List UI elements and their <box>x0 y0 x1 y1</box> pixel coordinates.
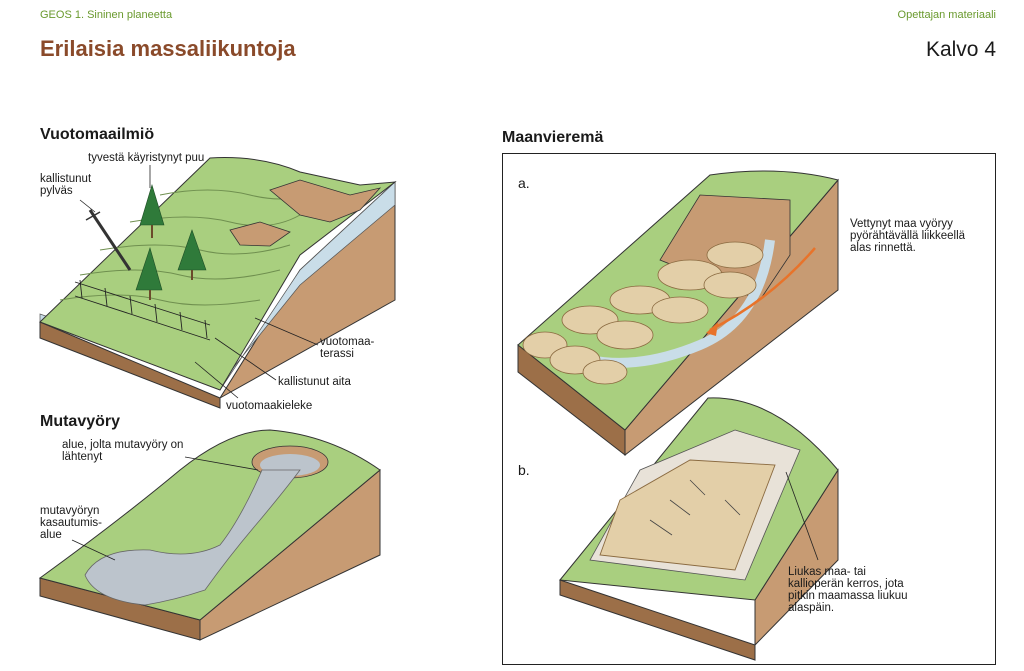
slide-number: Kalvo 4 <box>925 38 996 61</box>
label-tongue: vuotomaakieleke <box>226 400 313 412</box>
mudflow-diagram <box>38 429 381 641</box>
label-fence: kallistunut aita <box>278 376 351 388</box>
creep-title: Vuotomaailmiö <box>40 126 155 143</box>
label-a: a. <box>518 175 530 191</box>
landslide-title: Maanvieremä <box>502 129 604 146</box>
landslide-a-diagram <box>517 170 839 457</box>
label-mud-source: alue, jolta mutavyöry on lähtenyt <box>62 439 184 463</box>
label-b: b. <box>518 462 530 478</box>
material-type: Opettajan materiaali <box>897 9 996 21</box>
landslide-b-diagram <box>559 397 839 661</box>
series-name: GEOS 1. Sininen planeetta <box>40 9 173 21</box>
creep-diagram <box>39 157 397 409</box>
page-title: Erilaisia massaliikuntoja <box>40 36 296 61</box>
label-tree: tyvestä käyristynyt puu <box>88 152 205 164</box>
landslide-frame <box>502 153 996 665</box>
label-pole: kallistunut pylväs <box>40 173 92 197</box>
mudflow-title: Mutavyöry <box>40 413 121 430</box>
label-a-text: Vettynyt maa vyöryy pyörähtävällä liikke… <box>850 218 966 254</box>
label-mud-deposit: mutavyöryn kasautumis-alue <box>40 505 102 541</box>
label-terrace: vuotomaa-terassi <box>320 336 375 360</box>
label-b-text: Liukas maa- tai kallioperän kerros, jota… <box>788 566 908 614</box>
